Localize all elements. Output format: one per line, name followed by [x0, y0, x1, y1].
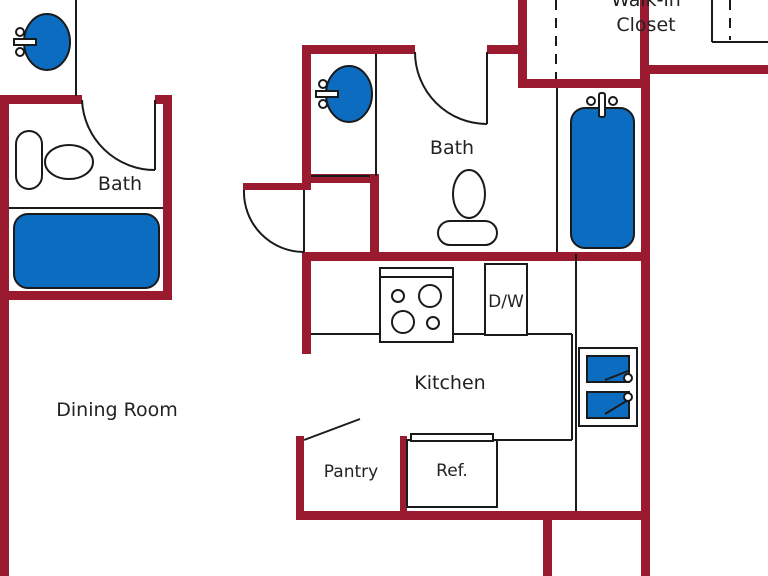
toilet-tank	[15, 130, 43, 190]
kitchen-sink-basin	[586, 355, 630, 383]
burner	[391, 310, 415, 334]
wall-segment	[302, 252, 311, 354]
bathtub	[13, 213, 160, 289]
refrigerator-label: Ref.	[436, 461, 468, 481]
walk-in-closet-label: Closet	[616, 14, 675, 36]
wall-segment	[302, 252, 650, 261]
walk-in-closet-label: Walk-in	[611, 0, 681, 11]
bath-right-label: Bath	[430, 137, 474, 159]
wall-segment	[543, 511, 552, 576]
wall-segment	[0, 95, 82, 104]
wall-segment	[370, 174, 379, 256]
bathtub	[570, 107, 635, 249]
toilet-tank	[437, 220, 498, 246]
wall-segment	[0, 291, 172, 300]
wall-segment	[296, 511, 650, 520]
pantry-label: Pantry	[324, 462, 378, 482]
toilet-bowl	[44, 144, 94, 180]
door-swing-left-bath	[81, 99, 156, 172]
burner	[426, 316, 440, 330]
dining-room-label: Dining Room	[56, 399, 177, 421]
kitchen-label: Kitchen	[414, 372, 485, 394]
wall-segment	[302, 45, 415, 54]
refrigerator	[406, 439, 498, 508]
labels: Walk-in Closet Bath Bath Kitchen Dining …	[56, 0, 681, 482]
wall-segment	[302, 45, 311, 190]
door-leaf-pantry	[303, 418, 361, 441]
wall-segment	[400, 436, 407, 520]
doors	[81, 51, 488, 441]
door-swing-closet	[242, 189, 305, 253]
kitchen-fixtures	[379, 263, 638, 508]
wall-segment	[640, 65, 768, 74]
burner	[391, 289, 405, 303]
wall-segment	[163, 95, 172, 300]
wall-segment	[518, 79, 648, 88]
range-stove	[379, 267, 454, 343]
dishwasher-label: D/W	[488, 292, 524, 312]
door-swing-right-bath	[414, 51, 488, 125]
wall-segment	[640, 0, 649, 88]
wall-segment	[518, 0, 527, 88]
wall-segment	[487, 45, 527, 54]
burner	[418, 284, 442, 308]
wall-segment	[296, 436, 304, 520]
wall-segment	[0, 95, 9, 576]
right-bath-fixtures	[315, 65, 635, 249]
wall-segment	[641, 74, 650, 576]
kitchen-sink-basin	[586, 391, 630, 419]
left-bath-fixtures	[13, 13, 160, 289]
bath-left-label: Bath	[98, 173, 142, 195]
toilet-bowl	[452, 169, 486, 219]
dishwasher	[484, 263, 528, 336]
wall-segment	[243, 183, 311, 190]
wall-segment	[302, 174, 378, 183]
